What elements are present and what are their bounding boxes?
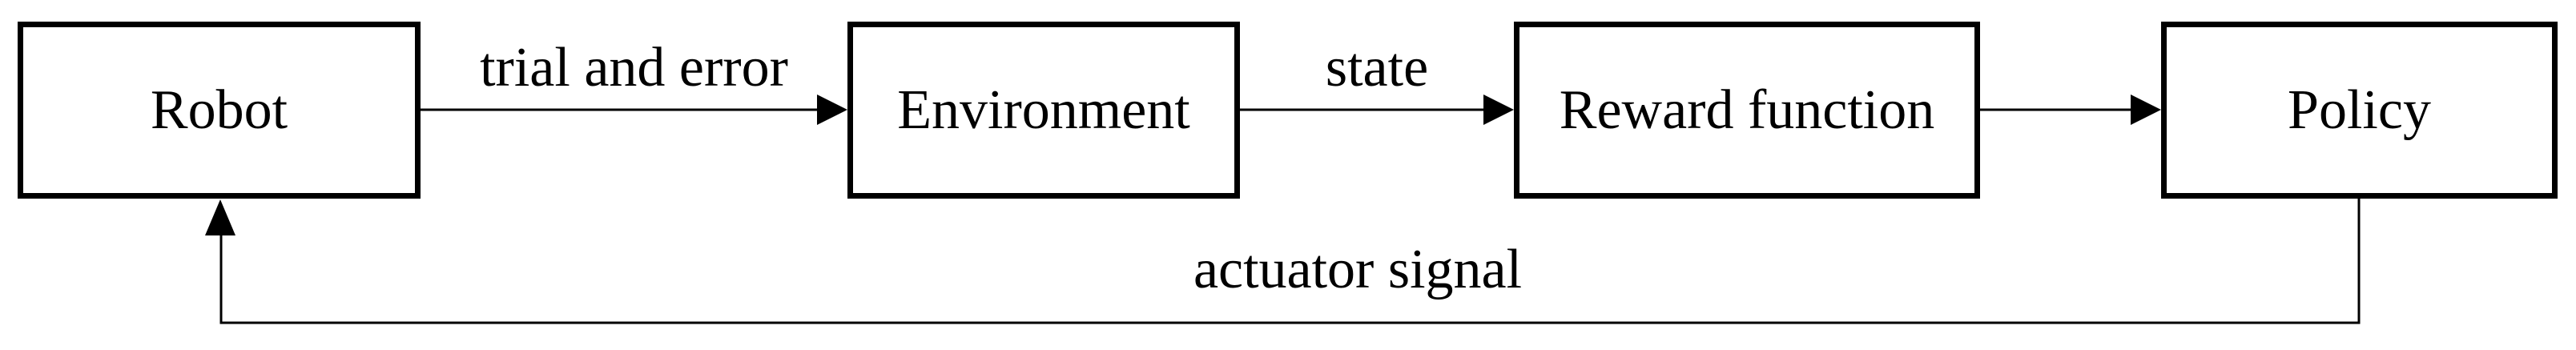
node-policy-label: Policy <box>2288 78 2431 141</box>
arrowhead-right-icon <box>1483 95 1514 125</box>
arrow-reward-to-policy <box>1980 95 2161 125</box>
edge-label-state: state <box>1325 37 1429 99</box>
node-environment: Environment <box>847 22 1240 199</box>
arrowhead-right-icon <box>817 95 847 125</box>
node-reward-function: Reward function <box>1514 22 1980 199</box>
node-robot: Robot <box>18 22 421 199</box>
node-robot-label: Robot <box>150 78 288 141</box>
arrowhead-right-icon <box>2131 95 2161 125</box>
edge-label-trial-and-error: trial and error <box>480 37 788 99</box>
edge-label-actuator-signal: actuator signal <box>1193 239 1523 300</box>
arrow-robot-to-environment <box>421 95 847 125</box>
arrowhead-up-icon <box>205 199 235 235</box>
node-environment-label: Environment <box>897 78 1190 141</box>
arrow-environment-to-reward <box>1240 95 1514 125</box>
node-policy: Policy <box>2161 22 2558 199</box>
node-reward-function-label: Reward function <box>1559 78 1935 141</box>
arrow-policy-to-robot-feedback <box>205 197 2361 324</box>
